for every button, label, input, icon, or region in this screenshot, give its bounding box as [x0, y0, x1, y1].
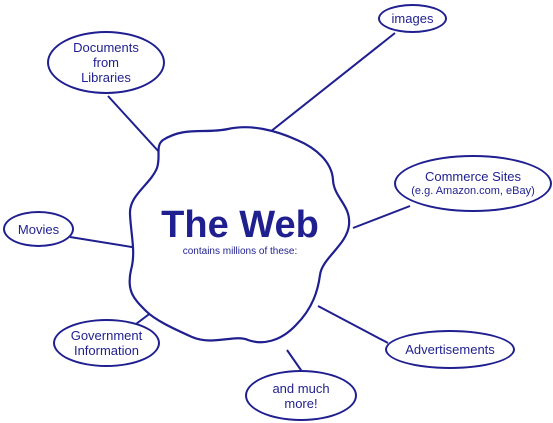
node-commerce-label: Commerce Sites: [424, 168, 522, 184]
node-government: Government Information: [53, 319, 160, 367]
connector-advertisements: [317, 305, 389, 344]
web-subtitle: contains millions of these:: [182, 246, 298, 257]
node-movies-label: Movies: [17, 221, 60, 237]
node-more-label: and much more!: [272, 380, 330, 411]
node-movies: Movies: [3, 211, 74, 247]
node-images-label: images: [391, 11, 434, 26]
node-government-label: Government Information: [70, 328, 143, 358]
connector-documents: [107, 95, 161, 154]
node-images: images: [378, 4, 447, 33]
connector-commerce: [352, 205, 411, 229]
node-more: and much more!: [245, 370, 357, 421]
node-documents-label: Documents from Libraries: [73, 40, 139, 85]
node-commerce: Commerce Sites (e.g. Amazon.com, eBay): [394, 155, 552, 212]
connector-movies: [69, 236, 139, 249]
web-blob: [128, 126, 351, 344]
node-documents: Documents from Libraries: [47, 31, 165, 94]
node-advertisements-label: Advertisements: [405, 342, 495, 357]
web-title: The Web: [161, 204, 319, 246]
connector-images: [264, 32, 396, 137]
node-commerce-sublabel: (e.g. Amazon.com, eBay): [411, 184, 535, 197]
node-advertisements: Advertisements: [385, 330, 515, 369]
